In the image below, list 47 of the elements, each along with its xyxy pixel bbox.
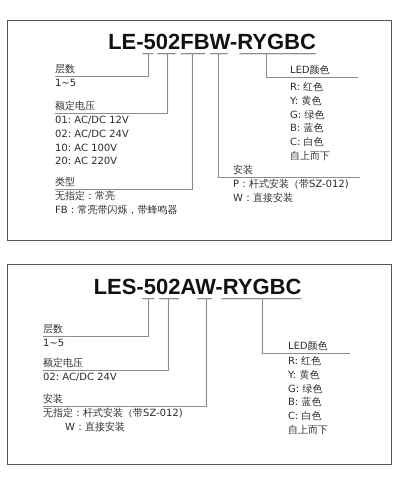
leader-line <box>178 53 194 190</box>
leader-line <box>262 298 288 354</box>
option-text: 02: AC/DC 24V <box>55 128 129 142</box>
category-heading: 额定电压 <box>55 100 129 114</box>
category-heading: 类型 <box>55 176 178 190</box>
category-heading: 层数 <box>55 63 76 77</box>
option-text: P：杆式安装（带SZ-012) <box>233 178 349 192</box>
option-text: G: 绿色 <box>290 108 324 122</box>
model-code: LES-502AW-RYGBC <box>94 276 302 298</box>
category-heading: 层数 <box>43 323 64 337</box>
category-heading: LED颜色 <box>290 64 358 78</box>
leader-line <box>76 53 150 78</box>
option-text: W：直接安装 <box>233 192 293 206</box>
option-text: B: 蓝色 <box>288 396 322 410</box>
option-text: 1~5 <box>55 77 76 91</box>
option-text: 无指定：杆式安装（带SZ-012) <box>43 407 183 421</box>
option-text: R: 红色 <box>288 355 322 369</box>
option-text: 02: AC/DC 24V <box>43 371 117 385</box>
category-heading: 安装 <box>43 393 183 407</box>
option-text: B: 蓝色 <box>290 122 324 136</box>
option-text: C: 白色 <box>288 410 322 424</box>
order-note: 自上而下 <box>290 150 330 164</box>
model-code: LE-502FBW-RYGBC <box>108 31 316 53</box>
option-text: 无指定：常亮 <box>55 190 115 204</box>
option-text: FB：常亮带闪烁，带蜂鸣器 <box>55 204 178 218</box>
option-text: C: 白色 <box>290 136 324 150</box>
leader-line <box>266 53 290 78</box>
category-heading: 额定电压 <box>43 357 117 371</box>
option-text: Y: 黄色 <box>290 94 322 109</box>
leader-line <box>218 53 233 178</box>
option-text: 1~5 <box>43 337 64 351</box>
leader-line <box>64 298 150 338</box>
category-heading: 安装 <box>233 164 360 178</box>
panel-frame <box>7 20 392 241</box>
leader-line <box>128 53 168 114</box>
option-text: R: 红色 <box>290 81 324 95</box>
option-text: W：直接安装 <box>65 420 125 435</box>
category-heading: LED颜色 <box>288 340 350 354</box>
option-text: 10: AC 100V <box>55 142 118 156</box>
order-note: 自上而下 <box>288 424 328 438</box>
panel-frame <box>7 264 392 465</box>
leader-line <box>116 298 170 372</box>
option-text: 20: AC 220V <box>55 155 118 170</box>
option-text: 01: AC/DC 12V <box>55 114 129 128</box>
option-text: G: 绿色 <box>288 382 322 396</box>
option-text: Y: 黄色 <box>288 368 320 383</box>
leader-line <box>182 298 208 408</box>
